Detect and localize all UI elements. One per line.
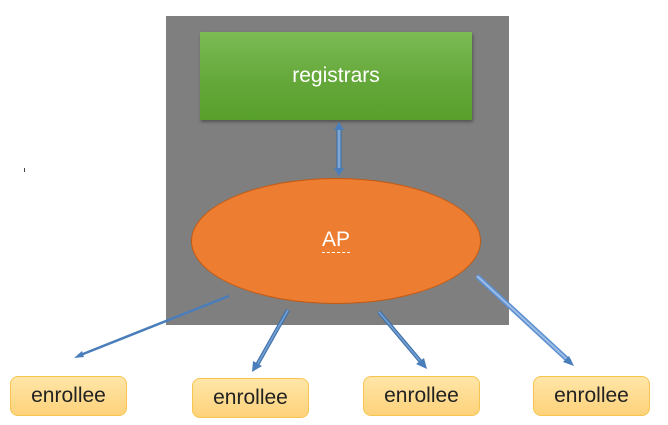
enrollee-label: enrollee [554,384,629,407]
enrollee-node-4: enrollee [533,376,650,416]
enrollee-label: enrollee [384,384,459,407]
enrollee-node-2: enrollee [192,378,309,418]
registrars-label: registrars [292,64,380,87]
enrollee-node-3: enrollee [363,376,480,416]
registrars-node: registrars [200,32,472,120]
ap-label: AP [321,228,350,253]
enrollee-label: enrollee [213,386,288,409]
enrollee-label: enrollee [31,384,106,407]
enrollee-node-1: enrollee [10,376,127,416]
stray-mark [24,168,25,172]
ap-node: AP [191,178,481,304]
